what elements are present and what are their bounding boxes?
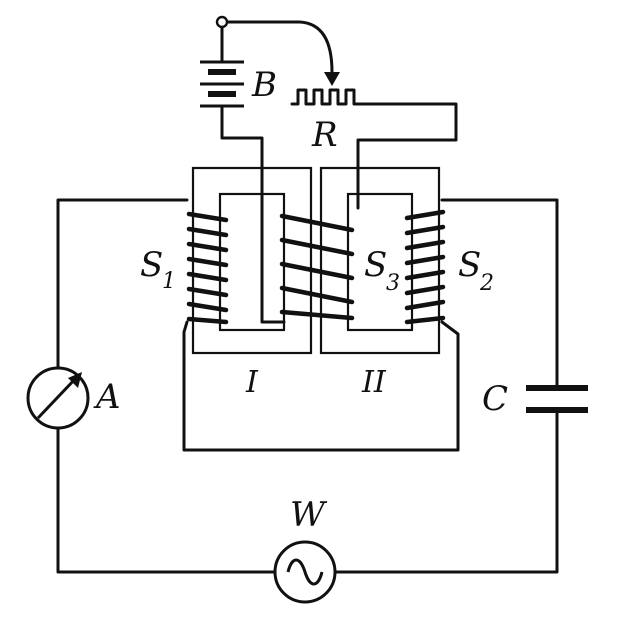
capacitor-symbol — [526, 385, 588, 413]
label-battery: B — [251, 65, 277, 105]
svg-text:S: S — [140, 245, 163, 285]
ac-source-symbol — [273, 540, 337, 604]
svg-text:1: 1 — [162, 269, 176, 294]
battery-symbol — [200, 60, 244, 108]
outer-circuit-wire — [56, 198, 559, 574]
svg-text:S: S — [364, 245, 387, 285]
label-s1: S 1 — [140, 245, 176, 294]
coil-s1 — [186, 211, 229, 325]
control-circuit-wire — [220, 20, 458, 324]
coil-s3 — [279, 213, 355, 321]
label-s3: S 3 — [364, 245, 400, 296]
svg-text:2: 2 — [479, 271, 494, 296]
label-ammeter: A — [93, 377, 121, 417]
label-core-i: I — [245, 365, 259, 400]
svg-text:3: 3 — [386, 271, 400, 296]
label-rheostat: R — [311, 115, 338, 155]
label-core-ii: II — [361, 365, 387, 400]
label-capacitor: C — [482, 379, 508, 419]
rheostat-symbol — [290, 88, 367, 106]
terminal-dot — [215, 15, 229, 29]
label-ac-source: W — [290, 495, 328, 535]
rheostat-wiper-arrow-icon — [324, 72, 340, 86]
svg-text:S: S — [458, 245, 481, 285]
ammeter-symbol — [26, 366, 90, 430]
label-s2: S 2 — [458, 245, 494, 296]
coil-s2 — [404, 209, 446, 325]
